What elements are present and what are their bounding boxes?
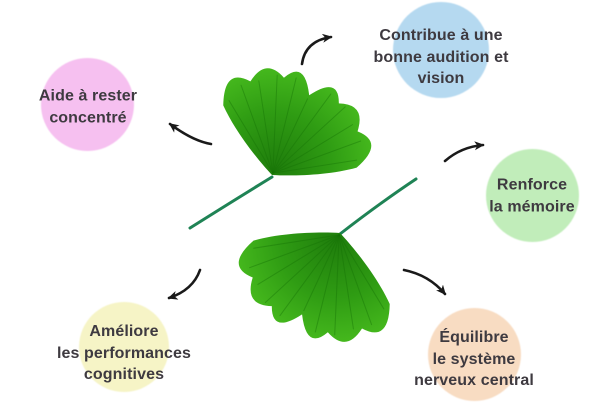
leaf-stem-upper [188, 175, 274, 230]
benefit-label-audition-vision: Contribue à une bonne audition et vision [373, 26, 509, 87]
benefit-label-nervous-system: Équilibre le système nerveux central [414, 328, 534, 389]
arrows [167, 33, 485, 300]
ginkgo-leaf-upper [223, 68, 372, 176]
leaf-veins [249, 234, 385, 336]
arrow-to-audition-vision [300, 33, 333, 66]
benefit-label-concentration: Aide à rester concentré [38, 87, 138, 127]
ginkgo-leaf-lower [238, 232, 390, 342]
leaf-stem-lower [338, 177, 418, 236]
benefit-circle-concentration [41, 58, 134, 151]
arrow-to-memory [443, 141, 485, 163]
arrow-to-nervous [402, 268, 447, 296]
benefit-circle-audition-vision [393, 2, 489, 98]
arrow-to-cognitive [167, 268, 202, 300]
leaf-veins [228, 74, 362, 174]
benefit-label-memory: Renforce la mémoire [489, 176, 575, 216]
benefit-circle-cognitive-performance [79, 302, 169, 392]
arrow-to-concentration [168, 122, 213, 146]
benefit-circle-memory [486, 149, 579, 242]
benefit-label-cognitive-performance: Améliore les performances cognitives [56, 322, 192, 383]
benefit-circle-nervous-system [428, 308, 521, 401]
